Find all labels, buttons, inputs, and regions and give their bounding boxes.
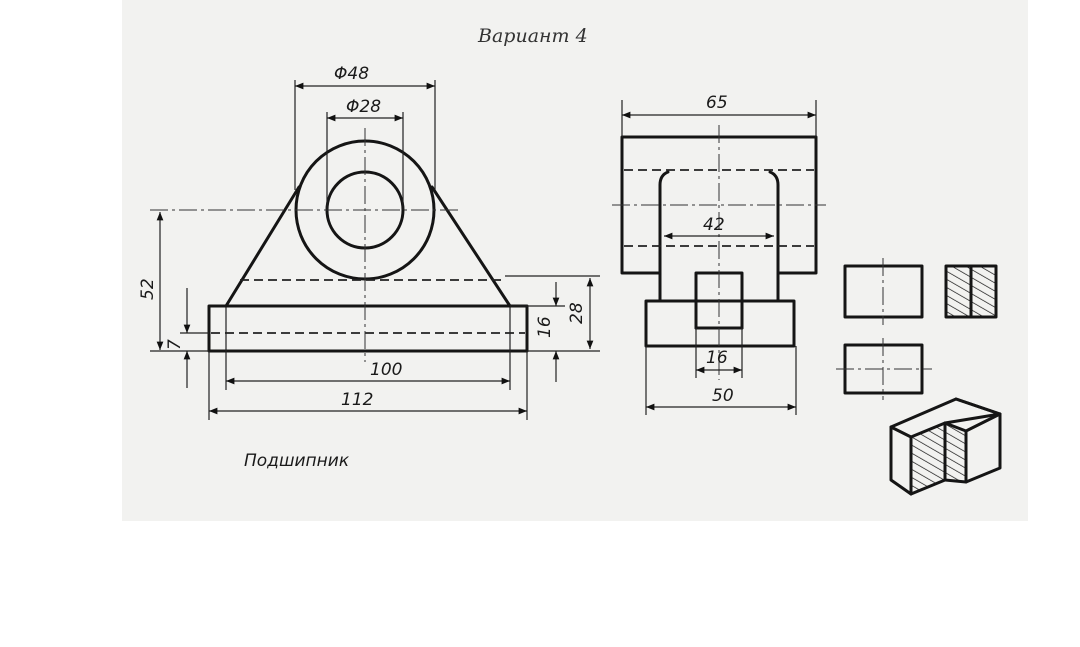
drawing-sheet xyxy=(122,0,1028,521)
dim-52: 52 xyxy=(138,278,158,300)
dim-42: 42 xyxy=(703,215,725,235)
side-view: 65 42 16 50 xyxy=(612,93,826,415)
iso-hatch-left xyxy=(911,423,945,494)
dim-16-side: 16 xyxy=(706,348,728,368)
front-rib-right xyxy=(430,185,512,308)
dim-16-front: 16 xyxy=(535,316,555,338)
side-rib-right xyxy=(768,170,780,275)
part-name: Подшипник xyxy=(244,451,350,471)
dim-100: 100 xyxy=(370,360,402,380)
isometric-cutaway xyxy=(889,397,1002,496)
example-views xyxy=(836,258,998,400)
iso-hatch-right xyxy=(945,423,966,482)
dim-28: 28 xyxy=(567,302,587,324)
front-view: Φ48 Φ28 52 7 100 112 16 28 Подш xyxy=(138,64,600,471)
dim-7: 7 xyxy=(165,339,185,350)
dim-d48: Φ48 xyxy=(334,64,369,84)
side-base xyxy=(644,299,796,348)
front-rib-left xyxy=(224,185,301,308)
variant-title: Вариант 4 xyxy=(477,25,588,47)
dim-112: 112 xyxy=(341,390,373,410)
iso-top-face xyxy=(889,397,1002,439)
front-base-plate xyxy=(207,304,529,353)
side-rib-left xyxy=(658,170,670,275)
dim-50: 50 xyxy=(712,386,734,406)
dim-65: 65 xyxy=(706,93,728,113)
dim-d28: Φ28 xyxy=(346,97,381,117)
